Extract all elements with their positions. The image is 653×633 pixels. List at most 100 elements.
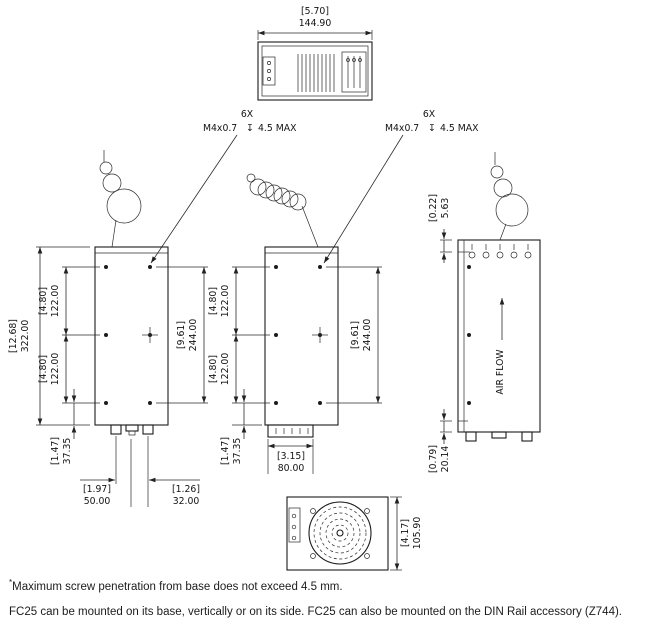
dim-base-to-hole-left: [1.47] 37.35 <box>50 389 77 465</box>
foot <box>465 431 477 442</box>
dim-hole-pitch-in: [4.80] <box>208 287 219 315</box>
dim-top-width-in: [5.70] <box>301 6 329 17</box>
mounting-hole <box>104 401 108 405</box>
dim-hole-pitch-in: [4.80] <box>38 355 49 383</box>
foot <box>521 431 533 442</box>
dim-hole-span-in: [9.61] <box>176 321 187 349</box>
callout-qty: 6X <box>423 109 436 120</box>
dim-top-width: [5.70] 144.90 <box>257 6 373 40</box>
dim-connector-width-mm: 80.00 <box>278 463 305 474</box>
dim-overall-depth-mm: 105.90 <box>412 517 423 550</box>
dim-hole-pitch-upper-mid: [4.80] 122.00 <box>208 266 270 336</box>
mounting-hole <box>148 401 152 405</box>
dim-hole-pitch-mm: 122.00 <box>50 353 61 386</box>
rear-view <box>286 496 389 571</box>
mounting-hole <box>467 333 471 337</box>
dim-connector-width-in: [3.15] <box>277 451 305 462</box>
base-connector <box>491 431 507 439</box>
fan-screw <box>310 553 316 559</box>
center-mark <box>142 327 158 343</box>
mounting-hole <box>104 265 108 269</box>
airflow-label: AIR FLOW <box>495 349 506 394</box>
screw-penetration-text: Maximum screw penetration from base does… <box>12 580 343 593</box>
dim-base-to-hole-in: [1.47] <box>220 437 231 465</box>
leader-line <box>323 134 404 264</box>
mounting-hole <box>274 333 278 337</box>
dim-bottom-offset: [0.79] 20.14 <box>428 409 452 473</box>
dim-top-offset-in: [0.22] <box>428 194 439 222</box>
dim-top-offset: [0.22] 5.63 <box>428 194 452 263</box>
fan-screw <box>364 553 370 559</box>
depth-symbol-icon: ↧ <box>246 123 254 134</box>
mounting-hole <box>467 265 471 269</box>
dim-overall-height: [12.68] 322.00 <box>8 246 90 426</box>
mounting-hole <box>274 265 278 269</box>
dim-hole-pitch-in: [4.80] <box>208 355 219 383</box>
mounting-hole <box>104 333 108 337</box>
top-view-outline <box>257 41 373 101</box>
callout-spec: M4x0.7 <box>385 123 419 134</box>
dim-foot-b-in: [1.26] <box>172 484 200 495</box>
fan-guard <box>308 501 372 565</box>
front-view <box>264 246 339 438</box>
thread-callout-left: 6X M4x0.7 ↧ 4.5 MAX <box>150 109 297 264</box>
dim-overall-depth: [4.17] 105.90 <box>390 496 423 571</box>
foot <box>110 424 122 435</box>
top-view-connector <box>262 56 276 86</box>
foot <box>142 424 154 435</box>
dim-hole-pitch-mm: 122.00 <box>50 285 61 318</box>
dim-overall-height-in: [12.68] <box>8 319 19 353</box>
leader-line <box>150 134 238 264</box>
top-view-terminal-block <box>341 51 367 93</box>
dim-overall-height-mm: 322.00 <box>20 320 31 353</box>
dim-hole-pitch-upper-left: [4.80] 122.00 <box>38 266 100 336</box>
fan-screw <box>364 508 370 514</box>
fan-screw <box>310 508 316 514</box>
dim-top-offset-mm: 5.63 <box>440 198 451 219</box>
dim-top-width-mm: 144.90 <box>299 18 332 29</box>
dim-foot-b-mm: 32.00 <box>173 496 200 507</box>
dim-foot-a-mm: 50.00 <box>84 496 111 507</box>
power-cord-right <box>490 152 529 241</box>
dim-hole-pitch-mm: 122.00 <box>220 285 231 318</box>
dim-hole-span-mid: [9.61] 244.00 <box>326 266 382 404</box>
dim-hole-pitch-mm: 122.00 <box>220 353 231 386</box>
dim-hole-pitch-lower-mid: [4.80] 122.00 <box>208 335 270 404</box>
dim-hole-pitch-lower-left: [4.80] 122.00 <box>38 335 100 404</box>
thread-callout-right: 6X M4x0.7 ↧ 4.5 MAX <box>323 109 479 264</box>
dim-base-to-hole-mid: [1.47] 37.35 <box>220 389 262 465</box>
dim-hole-span-in: [9.61] <box>350 321 361 349</box>
mounting-note: FC25 can be mounted on its base, vertica… <box>9 605 622 618</box>
power-cord-middle <box>246 173 319 248</box>
dim-base-to-hole-mm: 37.35 <box>232 438 243 465</box>
base-connector <box>125 424 139 432</box>
dim-base-to-hole-mm: 37.35 <box>62 438 73 465</box>
top-view-vents <box>297 54 335 92</box>
left-view <box>94 246 169 436</box>
dim-hole-span-mm: 244.00 <box>362 319 373 352</box>
callout-qty: 6X <box>241 109 254 120</box>
dim-hole-span-mm: 244.00 <box>188 319 199 352</box>
power-cord-left <box>99 150 142 248</box>
mounting-hole <box>318 401 322 405</box>
dim-base-to-hole-in: [1.47] <box>50 437 61 465</box>
dim-connector-width: [3.15] 80.00 <box>267 439 314 474</box>
terminal-screws <box>468 244 532 259</box>
callout-depth: 4.5 MAX <box>258 123 297 134</box>
footnotes: *Maximum screw penetration from base doe… <box>9 578 649 618</box>
drawing-canvas: [5.70] 144.90 6X M4x0.7 ↧ 4.5 MAX 6X M4x… <box>8 6 541 571</box>
rear-connector <box>288 507 301 543</box>
right-view: AIR FLOW <box>457 239 541 442</box>
top-view <box>257 41 373 101</box>
dim-overall-depth-in: [4.17] <box>400 519 411 547</box>
dim-foot-a-in: [1.97] <box>83 484 111 495</box>
rear-view-outline <box>286 496 389 571</box>
mounting-hole <box>274 401 278 405</box>
dim-bottom-offset-mm: 20.14 <box>440 446 451 473</box>
dim-hole-pitch-in: [4.80] <box>38 287 49 315</box>
callout-depth: 4.5 MAX <box>440 123 479 134</box>
mounting-hole <box>148 265 152 269</box>
dim-foot-positions: [1.97] 50.00 [1.26] 32.00 <box>80 436 200 507</box>
center-mark <box>312 327 328 343</box>
